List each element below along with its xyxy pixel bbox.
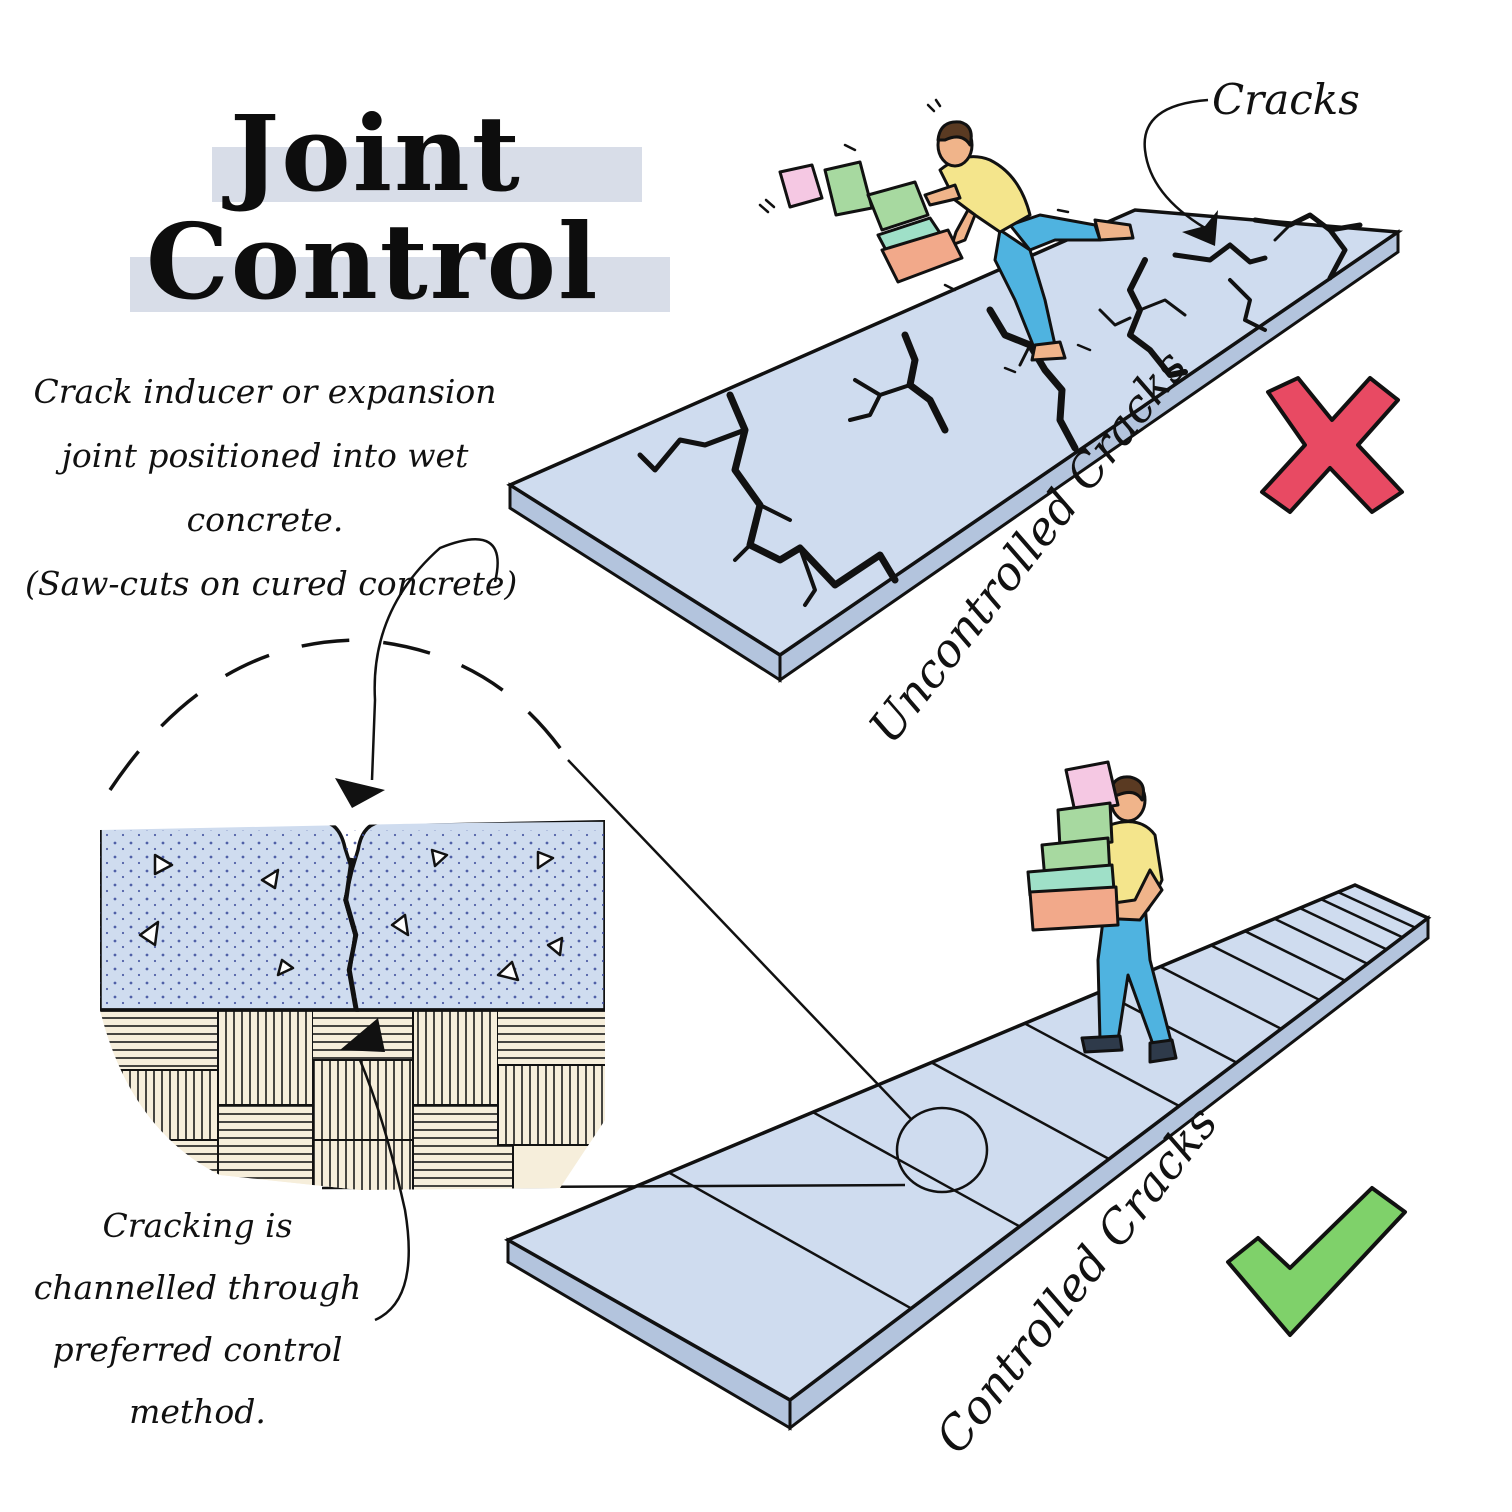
cross-section-detail xyxy=(100,820,605,1190)
walker-shoe-left xyxy=(1080,1034,1124,1054)
channel-note-line-2: channelled through xyxy=(33,1268,362,1307)
controlled-slab xyxy=(504,883,1432,1432)
joint-top-arrowhead xyxy=(335,778,385,808)
control-joint-7 xyxy=(1210,944,1321,1002)
box-green-falling xyxy=(823,160,874,217)
control-joint-8 xyxy=(1244,930,1346,982)
uncontrolled-slab-top xyxy=(506,208,1404,658)
joint-bottom-arrowhead xyxy=(340,1018,385,1052)
channel-note-line-4: method. xyxy=(129,1392,266,1431)
cracks-label: Cracks xyxy=(1212,75,1360,124)
stacked-boxes xyxy=(1026,760,1120,932)
title-band-1 xyxy=(212,147,642,202)
control-joints xyxy=(668,890,1416,1310)
subbase-block-l xyxy=(312,1139,414,1190)
inducer-note: Crack inducer or expansion joint positio… xyxy=(25,360,518,616)
worker-arm-lower xyxy=(950,208,977,247)
worker-front-shoe xyxy=(1030,340,1067,362)
cracks-pointer-arrowhead xyxy=(1182,210,1218,246)
subbase-block-b xyxy=(217,1009,314,1106)
check-mark xyxy=(1226,1186,1407,1337)
subbase-block-j xyxy=(497,1064,605,1146)
stumbling-worker xyxy=(923,120,1135,362)
control-joint-4 xyxy=(1024,1022,1180,1108)
aggregate-triangles xyxy=(138,848,564,982)
box-pink-falling xyxy=(778,163,824,209)
worker-arm xyxy=(923,183,962,207)
title-line-1: Joint xyxy=(230,92,522,215)
walker-shoe-right xyxy=(1148,1038,1178,1064)
motion-marks xyxy=(758,98,1092,374)
channel-pointer xyxy=(358,1059,410,1322)
subbase-block-g xyxy=(312,1059,414,1141)
channel-note-line-1: Cracking is xyxy=(102,1206,293,1245)
random-cracks xyxy=(637,212,1363,607)
control-joint-9 xyxy=(1273,917,1368,965)
cross-mark xyxy=(1260,376,1404,514)
title-block: Joint Control xyxy=(130,92,690,322)
control-joint-12 xyxy=(1337,890,1416,929)
subbase-block-i xyxy=(412,1104,514,1190)
subbase-block-a xyxy=(100,1010,218,1070)
subbase-block-k xyxy=(100,1139,219,1190)
control-joint-3 xyxy=(930,1061,1110,1161)
control-joint-11 xyxy=(1320,898,1404,939)
walker-hair xyxy=(1108,775,1145,802)
channel-note-line-3: preferred control xyxy=(52,1330,343,1369)
title-band-2 xyxy=(130,257,670,312)
channel-note: Cracking is channelled through preferred… xyxy=(25,1195,370,1443)
subbase-block-d xyxy=(412,1009,499,1106)
zoom-circle-dashed xyxy=(108,638,577,791)
box-green-held xyxy=(866,180,930,232)
box-orange-held xyxy=(880,228,964,284)
zoom-line-top xyxy=(567,759,913,1121)
control-joint-6 xyxy=(1159,965,1282,1030)
subbase-block-f xyxy=(100,1069,219,1141)
control-joint-1 xyxy=(668,1171,912,1310)
walker-legs xyxy=(1096,903,1174,1052)
box-green-upper xyxy=(1056,801,1114,850)
title-line-2: Control xyxy=(146,200,600,323)
worker-back-shoe xyxy=(1093,218,1135,242)
box-pink-top xyxy=(1064,760,1120,814)
falling-boxes xyxy=(778,160,964,284)
subbase-block-e xyxy=(498,1010,605,1065)
induced-crack xyxy=(343,857,359,1011)
control-joint-10 xyxy=(1299,906,1388,951)
controlled-slab-top xyxy=(504,883,1432,1403)
inducer-note-line-2: joint positioned into wet xyxy=(61,436,469,475)
control-joint-2 xyxy=(812,1111,1021,1228)
subbase-block-h xyxy=(217,1104,314,1190)
inducer-note-line-3: concrete. xyxy=(186,500,344,539)
worker-hair xyxy=(936,120,973,147)
inducer-note-line-4: (Saw-cuts on cured concrete) xyxy=(25,564,518,603)
zoom-target-circle xyxy=(895,1106,989,1194)
box-orange-bottom xyxy=(1028,885,1120,932)
inducer-pointer xyxy=(370,538,499,781)
inducer-note-line-1: Crack inducer or expansion xyxy=(33,372,497,411)
cracks-pointer-arrow xyxy=(1143,98,1209,230)
uncontrolled-slab xyxy=(506,208,1404,683)
